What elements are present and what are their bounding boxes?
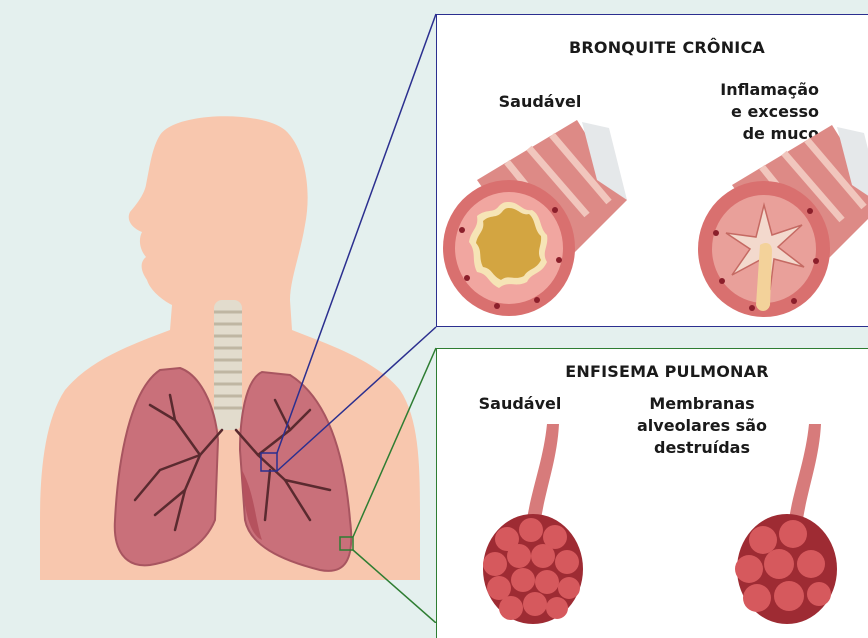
lung-disease-infographic: BRONQUITE CRÔNICA Saudável Inflamação e … — [0, 0, 868, 623]
healthy-bronchus-illustration — [437, 110, 637, 325]
trachea — [214, 300, 242, 430]
chronic-bronchitis-panel: BRONQUITE CRÔNICA Saudável Inflamação e … — [436, 14, 868, 327]
emphysema-title: ENFISEMA PULMONAR — [547, 361, 787, 383]
bronchitis-title: BRONQUITE CRÔNICA — [547, 37, 787, 59]
emphysema-panel: ENFISEMA PULMONAR Saudável Membranas alv… — [436, 348, 868, 638]
healthy-alveoli-illustration — [477, 424, 607, 624]
damaged-alveoli-illustration — [727, 424, 857, 624]
emphysema-healthy-label: Saudável — [465, 393, 575, 415]
inflamed-bronchus-illustration — [692, 115, 868, 325]
